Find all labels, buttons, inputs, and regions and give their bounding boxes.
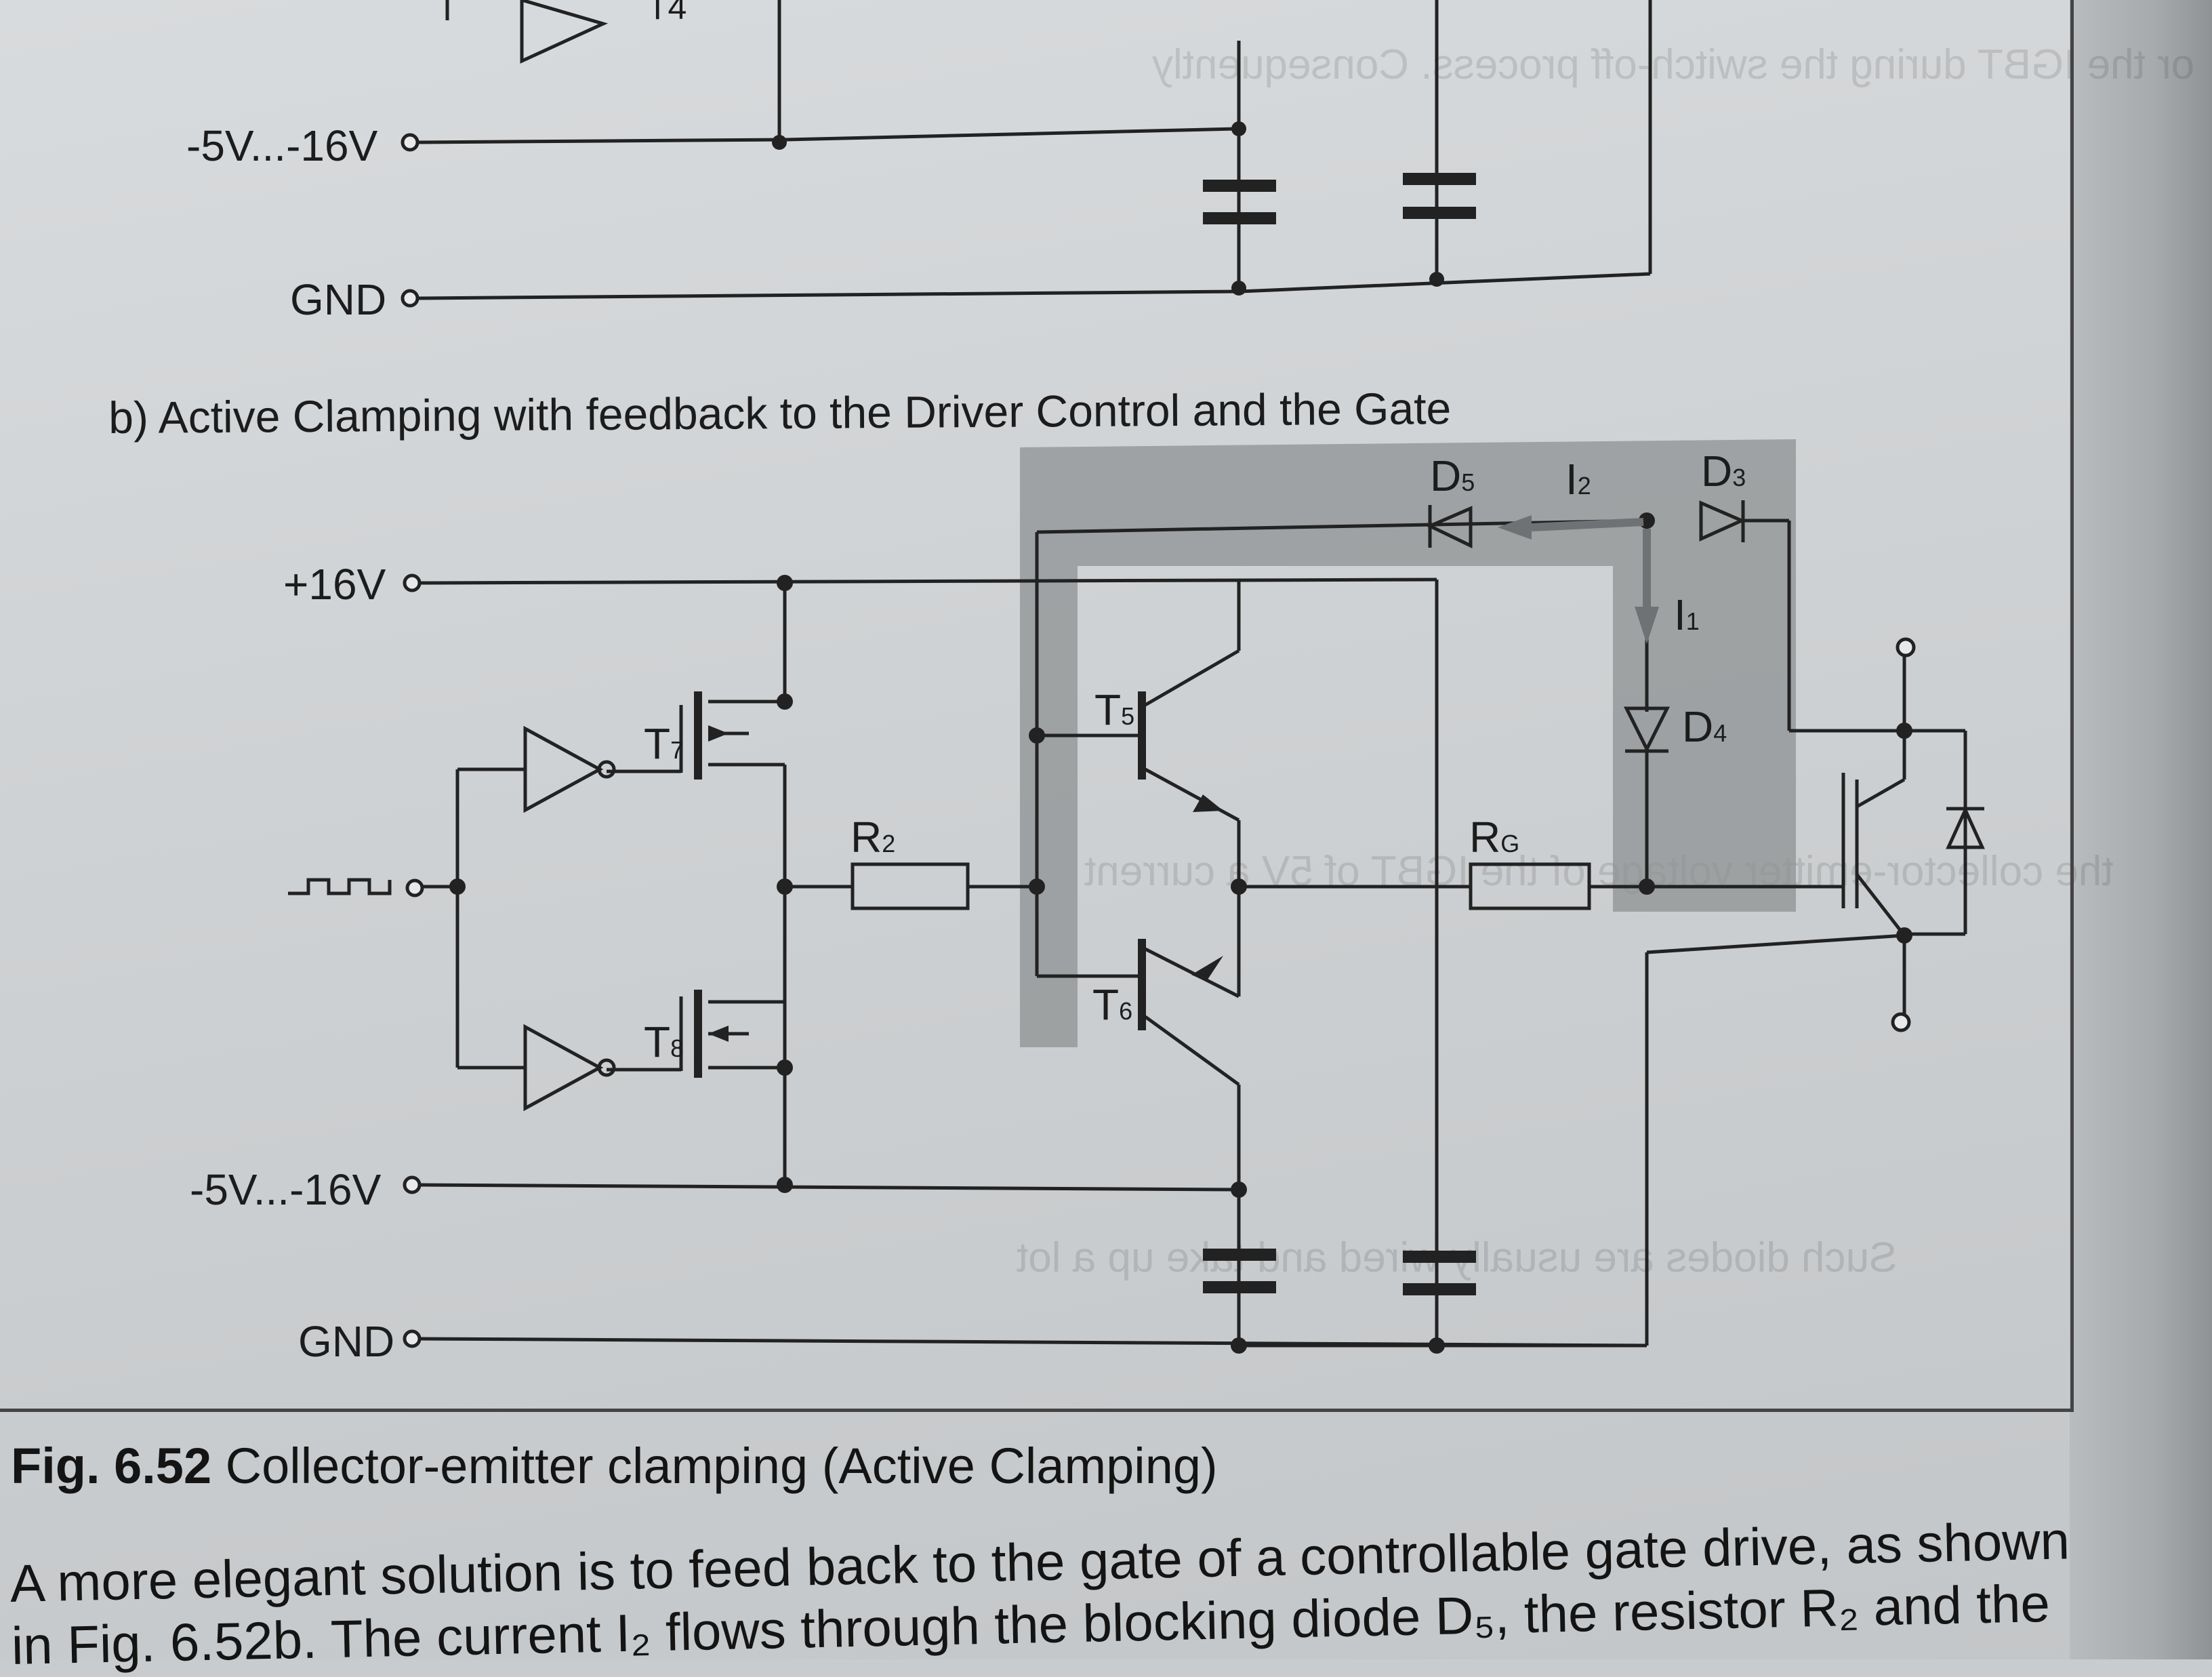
t6-label: T6 — [1092, 980, 1133, 1029]
top-gnd-label: GND — [290, 275, 387, 324]
bjt-t6-arrow — [1191, 956, 1223, 982]
r2-label: R2 — [851, 813, 896, 862]
feedback-path-highlight — [1020, 439, 1796, 1047]
square-wave-icon — [288, 878, 392, 895]
i1-label: I1 — [1674, 590, 1700, 639]
figure-frame-bottom — [0, 1409, 2074, 1412]
d4-label: D4 — [1682, 702, 1727, 751]
top-neg-supply-label: -5V...-16V — [186, 121, 378, 170]
section-title: b) Active Clamping with feedback to the … — [108, 383, 1452, 443]
mosfet-t8 — [679, 990, 749, 1078]
gnd-label: GND — [298, 1317, 395, 1366]
diode-d4 — [1623, 706, 1671, 753]
diode-d5 — [1425, 505, 1473, 548]
d5-label: D5 — [1430, 451, 1475, 500]
neg-supply-label: -5V...-16V — [190, 1165, 382, 1214]
t5-label: T5 — [1094, 685, 1135, 734]
capacitor-1 — [1203, 1249, 1276, 1293]
mosfet-t7 — [679, 691, 749, 780]
schmitt-inverter-bottom — [523, 1024, 616, 1112]
figure-frame-right — [2070, 0, 2074, 1412]
t8-label: T8 — [644, 1017, 684, 1066]
rg-label: RG — [1469, 813, 1520, 862]
pos-supply-label: +16V — [283, 560, 386, 609]
schmitt-inverter-top — [523, 725, 616, 813]
terminals — [403, 573, 1916, 1348]
d3-label: D3 — [1701, 447, 1746, 496]
current-i2-arrow — [1498, 515, 1532, 540]
i2-label: I2 — [1565, 455, 1591, 504]
figure-caption-text: Collector-emitter clamping (Active Clamp… — [225, 1438, 1218, 1494]
resistor-r2 — [851, 862, 970, 910]
page-spine-shadow — [2070, 0, 2212, 1659]
junction-dots — [449, 512, 1912, 1354]
top-circuit — [401, 0, 1652, 308]
freewheel-diode — [1946, 805, 1985, 849]
t4-label: T4 — [647, 0, 687, 26]
diode-d3 — [1699, 500, 1746, 542]
resistor-rg — [1469, 862, 1591, 910]
current-i1-arrow — [1635, 607, 1659, 644]
capacitor-2 — [1403, 1251, 1476, 1295]
t7-label: T7 — [644, 719, 684, 768]
bjt-t5-arrow — [1193, 794, 1223, 812]
figure-number: Fig. 6.52 — [11, 1438, 212, 1494]
figure-caption: Fig. 6.52 Collector-emitter clamping (Ac… — [11, 1437, 1218, 1495]
